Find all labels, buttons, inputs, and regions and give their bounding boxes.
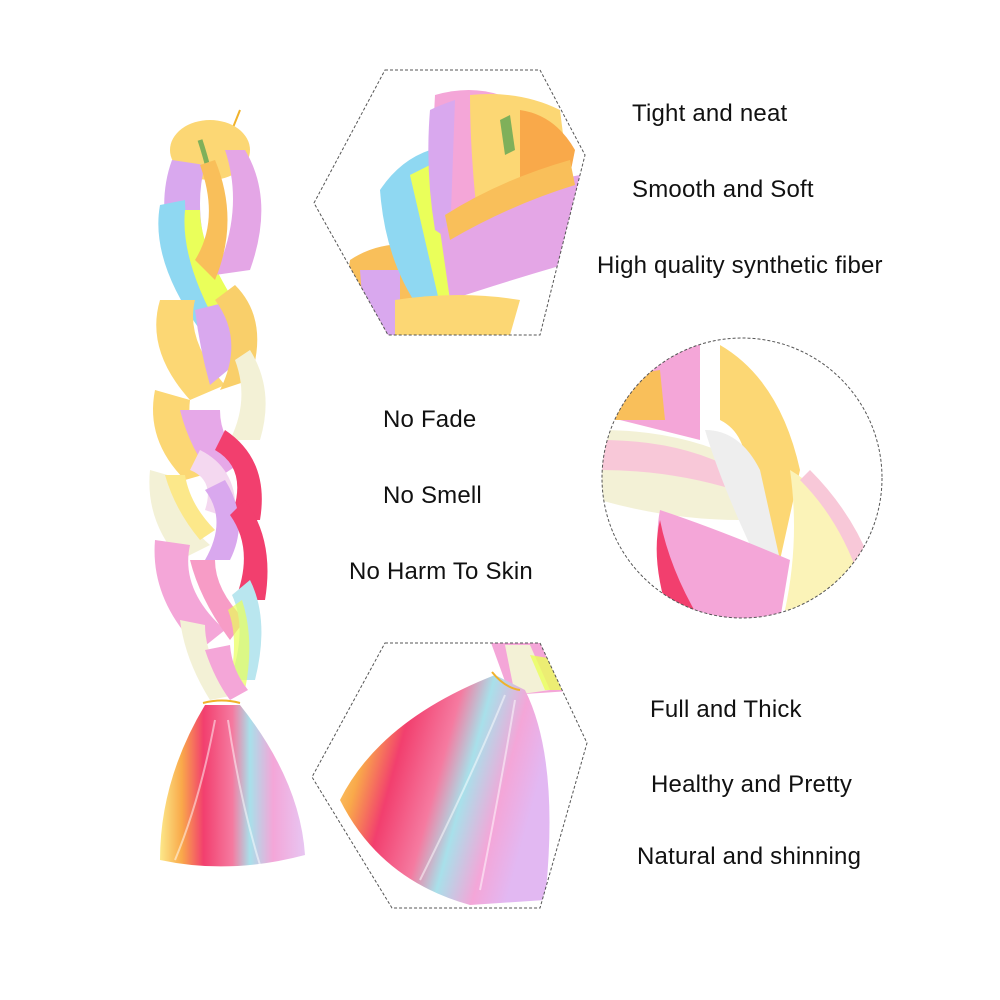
feature-full-and-thick: Full and Thick — [650, 696, 802, 723]
circle-frame — [601, 337, 883, 619]
hexagon-frame-bottom — [311, 642, 588, 909]
feature-high-quality-fiber: High quality synthetic fiber — [597, 252, 883, 279]
middle-closeup — [601, 337, 883, 619]
feature-no-smell: No Smell — [383, 482, 482, 509]
feature-no-fade: No Fade — [383, 406, 477, 433]
main-braid — [149, 109, 305, 867]
feature-tight-and-neat: Tight and neat — [632, 100, 788, 127]
feature-smooth-and-soft: Smooth and Soft — [632, 176, 814, 203]
bottom-closeup — [311, 642, 588, 909]
top-closeup — [313, 69, 586, 336]
feature-no-harm-to-skin: No Harm To Skin — [349, 558, 533, 585]
hexagon-frame-top — [313, 69, 586, 336]
feature-natural-and-shinning: Natural and shinning — [637, 843, 862, 870]
feature-healthy-and-pretty: Healthy and Pretty — [651, 771, 853, 798]
